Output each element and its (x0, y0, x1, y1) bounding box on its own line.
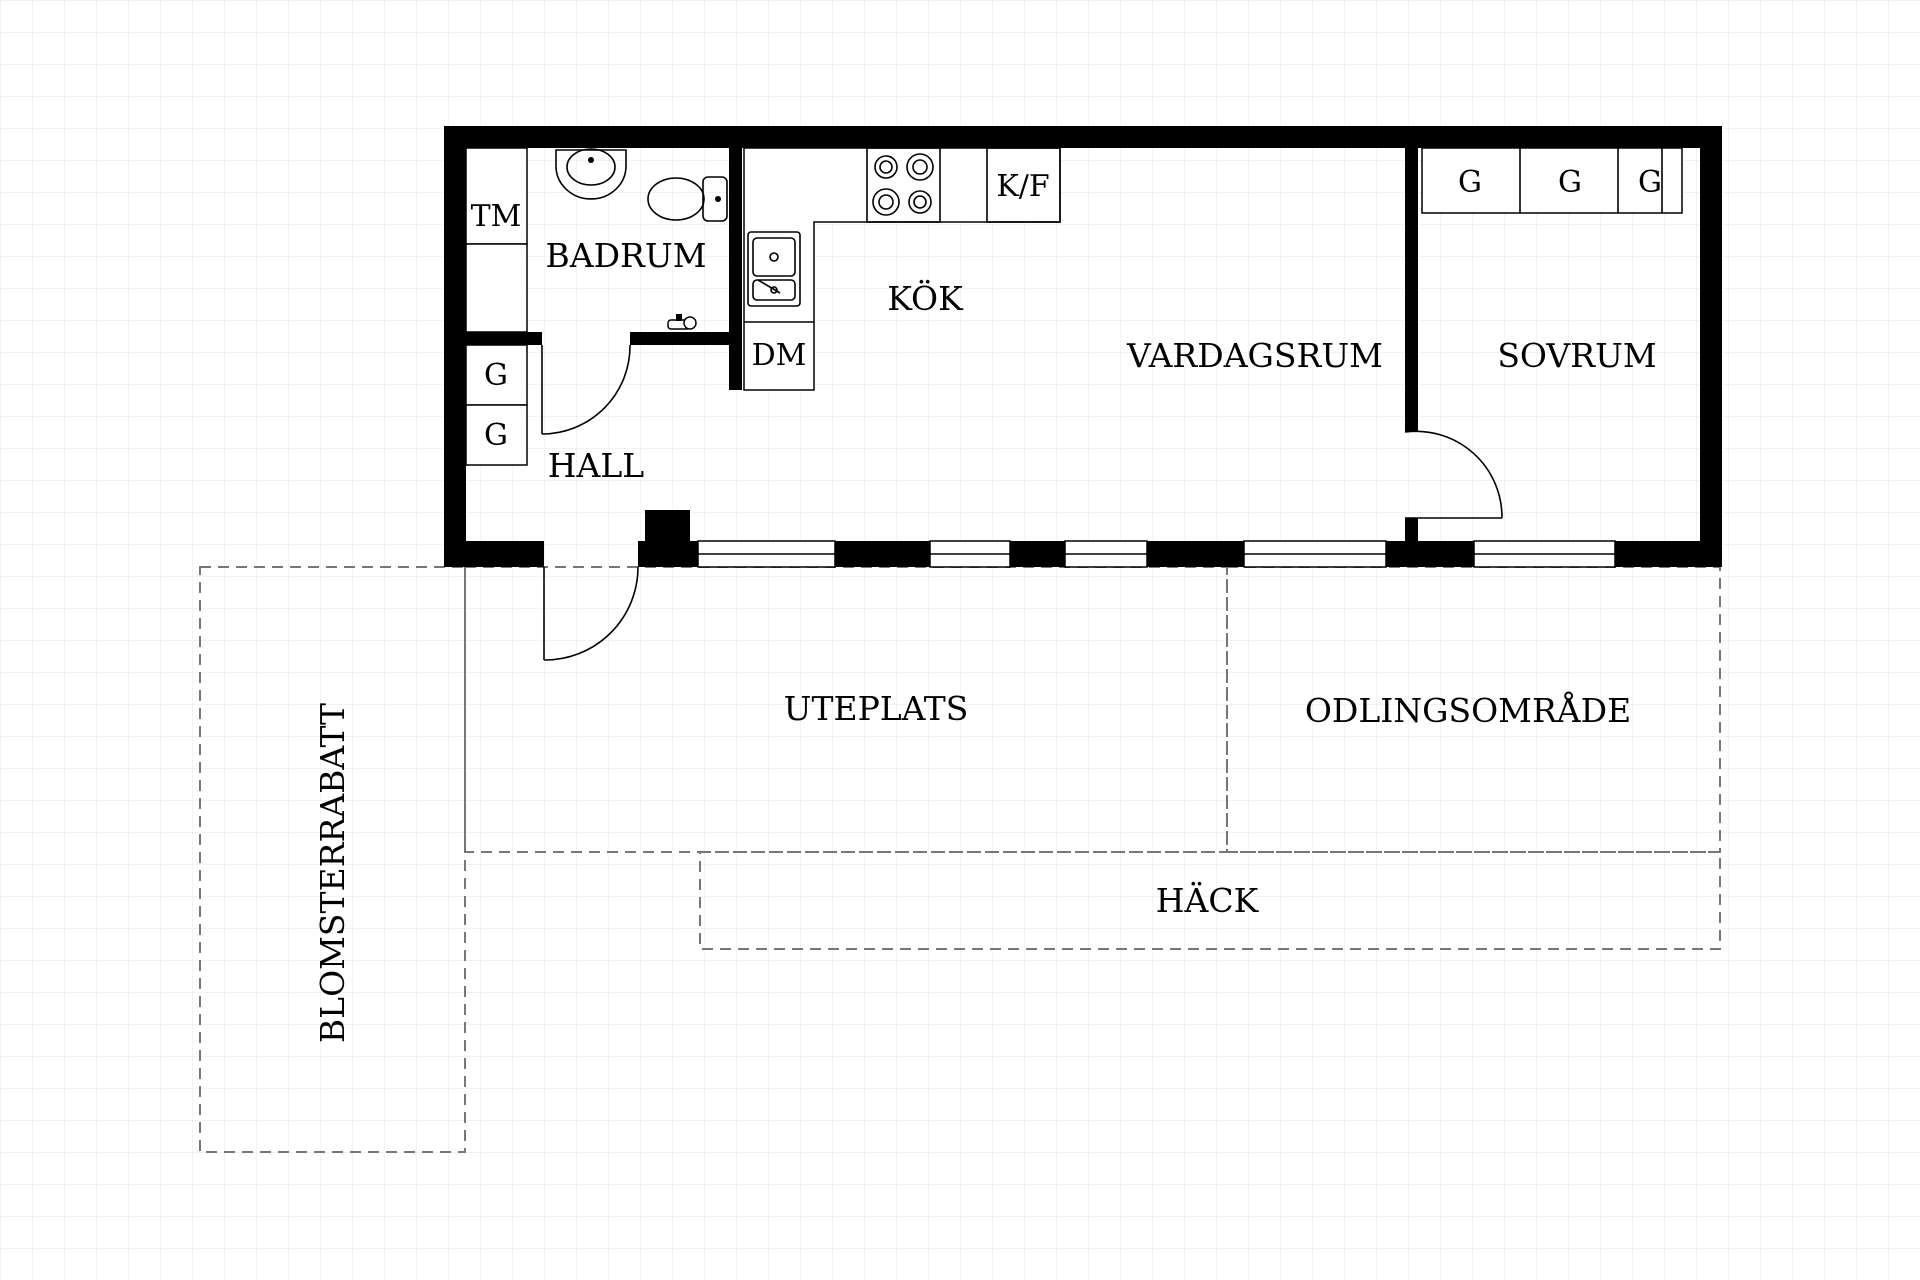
walls (444, 126, 1722, 567)
blomsterrabatt-label: BLOMSTERRABATT (313, 703, 352, 1043)
g-label: G (1458, 165, 1482, 200)
hall-label: HALL (548, 446, 645, 485)
hack-label: HÄCK (1156, 881, 1260, 920)
odlingsomrade-area (1226, 566, 1721, 853)
labels: TM BADRUM K/F KÖK DM VARDAGSRUM SOVRUM G… (313, 165, 1662, 1043)
bedroom-wardrobes (1421, 147, 1683, 214)
faucet-icon (667, 314, 697, 330)
uteplats-label: UTEPLATS (784, 689, 969, 728)
wash-basin-icon (555, 148, 627, 200)
badrum-label: BADRUM (546, 236, 707, 275)
kok-label: KÖK (887, 278, 964, 318)
fixtures (465, 147, 1683, 466)
hall-wardrobe-2 (465, 404, 528, 466)
dm-label: DM (752, 338, 807, 373)
doors (541, 344, 1503, 661)
stove-icon (866, 147, 941, 223)
vardagsrum-label: VARDAGSRUM (1126, 336, 1383, 375)
windows (697, 540, 1616, 568)
odlingsomrade-label: ODLINGSOMRÅDE (1305, 690, 1631, 730)
blomsterrabatt-area (199, 566, 466, 1153)
tm-label: TM (471, 199, 522, 234)
hack-area (699, 851, 1721, 950)
bedroom-door (1404, 430, 1503, 519)
tm-cabinet-lower (465, 243, 528, 333)
g-label: G (1638, 165, 1662, 200)
toilet-icon (647, 176, 728, 222)
entrance-door (543, 566, 639, 661)
g-label: G (484, 418, 508, 453)
bathroom-door (541, 344, 631, 435)
g-label: G (484, 358, 508, 393)
kf-label: K/F (996, 169, 1049, 204)
outdoor-areas (199, 566, 1721, 1153)
g-label: G (1558, 165, 1582, 200)
sovrum-label: SOVRUM (1497, 336, 1656, 375)
sink-icon (747, 231, 801, 307)
